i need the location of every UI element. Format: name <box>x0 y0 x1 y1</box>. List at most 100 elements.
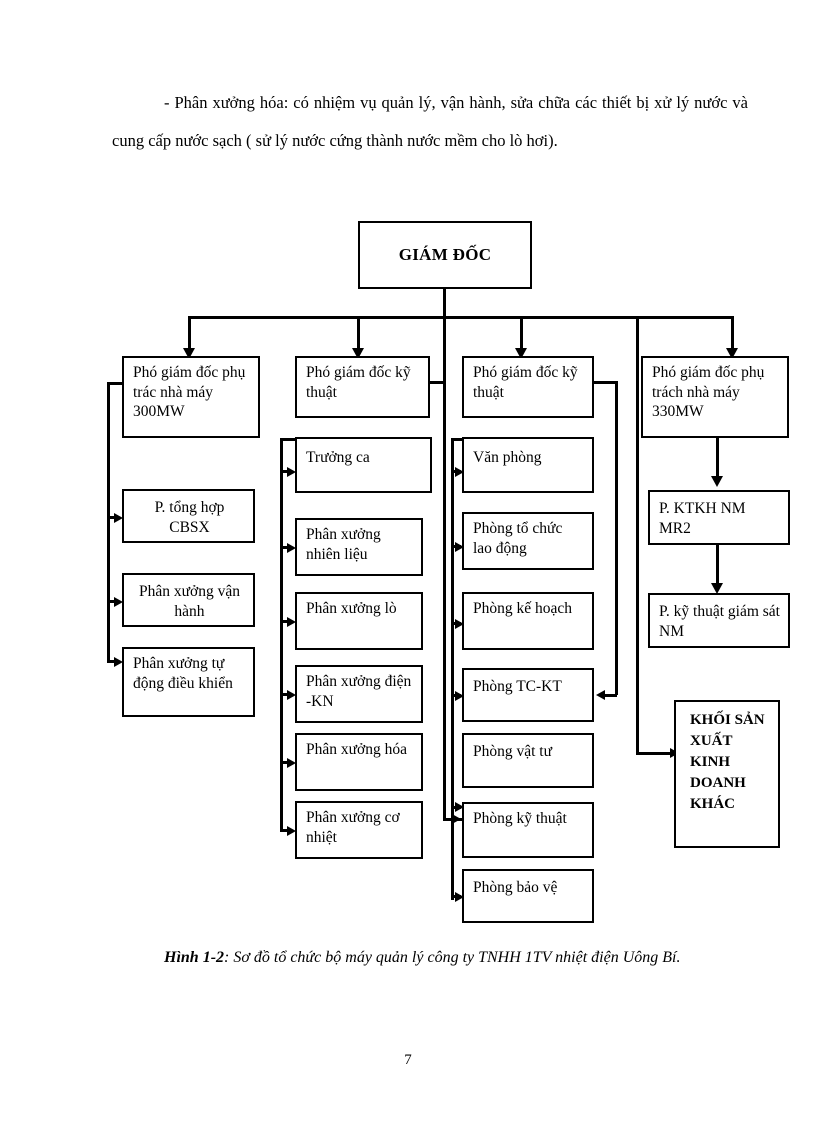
diagram-node-col3-item-2: Phòng kế hoạch <box>462 592 594 650</box>
connector-khoi-horizontal <box>636 752 674 755</box>
connector-col4-drop-2 <box>716 545 719 587</box>
diagram-node-label: P. KTKH NM MR2 <box>659 500 746 537</box>
connector-bus-drop-4 <box>731 316 734 351</box>
diagram-node-label: Phòng bảo vệ <box>473 879 558 896</box>
connector-col2-4 <box>280 761 292 764</box>
diagram-node-col4-head: Phó giám đốc phụ trách nhà máy 330MW <box>641 356 789 438</box>
connector-col2-0 <box>280 470 292 473</box>
diagram-node-label: Văn phòng <box>473 449 542 466</box>
diagram-node-col2-item-4: Phân xưởng hóa <box>295 733 423 791</box>
arrowhead-col2-item-4 <box>287 758 296 768</box>
diagram-node-label: Phó giám đốc kỹ thuật <box>306 364 411 401</box>
connector-root-stem <box>443 289 446 418</box>
arrowhead-col2-item-2 <box>287 617 296 627</box>
diagram-node-col3-item-3: Phòng TC-KT <box>462 668 594 722</box>
diagram-node-col2-item-0: Trưởng ca <box>295 437 432 493</box>
connector-main-bus <box>188 316 733 319</box>
diagram-node-label: Phó giám đốc kỹ thuật <box>473 364 578 401</box>
connector-col4-drop-1 <box>716 438 719 480</box>
arrowhead-col3-item-6 <box>455 892 464 902</box>
diagram-node-col3-item-5: Phòng kỹ thuật <box>462 802 594 858</box>
arrowhead-col2-item-0 <box>287 467 296 477</box>
diagram-node-root: GIÁM ĐỐC <box>358 221 532 289</box>
diagram-node-col2-item-3: Phân xưởng điện -KN <box>295 665 423 723</box>
connector-khoi-vertical <box>636 316 639 754</box>
diagram-node-label: Phòng kế hoạch <box>473 600 573 617</box>
diagram-node-col4-item-1: P. kỹ thuật giám sát NM <box>648 593 790 648</box>
arrowhead-col2 <box>352 348 364 359</box>
diagram-node-label: Phân xưởng điện -KN <box>306 673 412 710</box>
figure-caption-label: Hình 1-2 <box>164 949 225 966</box>
connector-col2-tap <box>430 381 446 384</box>
arrowhead-col3-item-0 <box>455 467 464 477</box>
diagram-node-col1-head: Phó giám đốc phụ trác nhà máy 300MW <box>122 356 260 438</box>
diagram-node-label: Phân xưởng tự động điều khiển <box>133 655 233 692</box>
connector-col1-tap <box>107 382 124 385</box>
arrowhead-col4-item-1 <box>711 583 723 594</box>
diagram-node-label: Phòng vật tư <box>473 743 553 760</box>
connector-col1-2 <box>107 660 119 663</box>
figure-caption-text: : Sơ đồ tổ chức bộ máy quản lý công ty T… <box>224 949 681 966</box>
diagram-node-label: P. kỹ thuật giám sát NM <box>659 603 780 640</box>
connector-col2-left-tap <box>280 438 296 441</box>
arrowhead-col1-item-0 <box>114 513 123 523</box>
diagram-node-label: Phân xưởng cơ nhiệt <box>306 809 400 846</box>
diagram-node-col4-item-0: P. KTKH NM MR2 <box>648 490 790 545</box>
connector-col3-tap <box>451 438 464 441</box>
diagram-node-col3-item-0: Văn phòng <box>462 437 594 493</box>
arrowhead-col4-item-0 <box>711 476 723 487</box>
connector-bus-drop-3 <box>520 316 523 351</box>
diagram-node-col3-item-4: Phòng vật tư <box>462 733 594 788</box>
arrowhead-col2-item-5 <box>287 826 296 836</box>
diagram-node-label: Phân xưởng lò <box>306 600 397 617</box>
diagram-node-label: Phòng kỹ thuật <box>473 810 567 827</box>
arrowhead-col2-item-3 <box>287 690 296 700</box>
diagram-node-col2-head: Phó giám đốc kỹ thuật <box>295 356 430 418</box>
diagram-node-col1-item-1: Phân xưởng vận hành <box>122 573 255 627</box>
connector-bus-drop-1 <box>188 316 191 351</box>
page-number: 7 <box>404 1052 412 1068</box>
connector-col1-spine <box>107 382 110 662</box>
arrowhead-col3-item-3 <box>455 691 464 701</box>
diagram-node-label: P. tổng hợp CBSX <box>154 499 225 536</box>
connector-col2-left-spine <box>280 438 283 830</box>
connector-tckt-top <box>594 381 617 384</box>
diagram-node-label: Phó giám đốc phụ trác nhà máy 300MW <box>133 364 246 420</box>
arrowhead-col2-item-1 <box>287 543 296 553</box>
arrowhead-col3-item-5 <box>455 802 464 812</box>
arrowhead-col1-item-2 <box>114 657 123 667</box>
diagram-node-label: KHỐI SẢN XUẤT KINH DOANH KHÁC <box>690 712 765 812</box>
connector-col1-0 <box>107 516 119 519</box>
connector-bus-drop-2 <box>357 316 360 351</box>
diagram-node-col3-item-1: Phòng tổ chức lao động <box>462 512 594 570</box>
diagram-node-label: Phòng TC-KT <box>473 678 562 695</box>
diagram-node-root-label: GIÁM ĐỐC <box>398 245 492 265</box>
diagram-node-label: Phòng tổ chức lao động <box>473 520 563 557</box>
diagram-node-label: Trưởng ca <box>306 449 370 466</box>
diagram-node-label: Phân xưởng hóa <box>306 741 407 758</box>
figure-caption: Hình 1-2: Sơ đồ tổ chức bộ máy quản lý c… <box>112 940 748 976</box>
diagram-node-label: Phó giám đốc phụ trách nhà máy 330MW <box>652 364 765 420</box>
diagram-node-col3-item-6: Phòng bảo vệ <box>462 869 594 923</box>
arrowhead-col3 <box>515 348 527 359</box>
arrowhead-tckt <box>596 690 605 700</box>
arrowhead-col4 <box>726 348 738 359</box>
diagram-node-col2-item-1: Phân xưởng nhiên liệu <box>295 518 423 576</box>
diagram-node-col1-item-2: Phân xưởng tự động điều khiển <box>122 647 255 717</box>
connector-col2-3 <box>280 693 292 696</box>
arrowhead-col1 <box>183 348 195 359</box>
arrowhead-col3-item-2 <box>455 619 464 629</box>
diagram-node-other-block: KHỐI SẢN XUẤT KINH DOANH KHÁC <box>674 700 780 848</box>
arrowhead-col2-to-kythuat <box>452 814 461 824</box>
diagram-node-col2-item-5: Phân xưởng cơ nhiệt <box>295 801 423 859</box>
diagram-node-label: Phân xưởng vận hành <box>139 583 240 620</box>
connector-col3-spine <box>451 438 454 900</box>
connector-col1-1 <box>107 600 119 603</box>
connector-col2-1 <box>280 546 292 549</box>
diagram-node-col2-item-2: Phân xưởng lò <box>295 592 423 650</box>
connector-col2-5 <box>280 829 292 832</box>
connector-col2-spine <box>443 381 446 820</box>
connector-col2-2 <box>280 620 292 623</box>
